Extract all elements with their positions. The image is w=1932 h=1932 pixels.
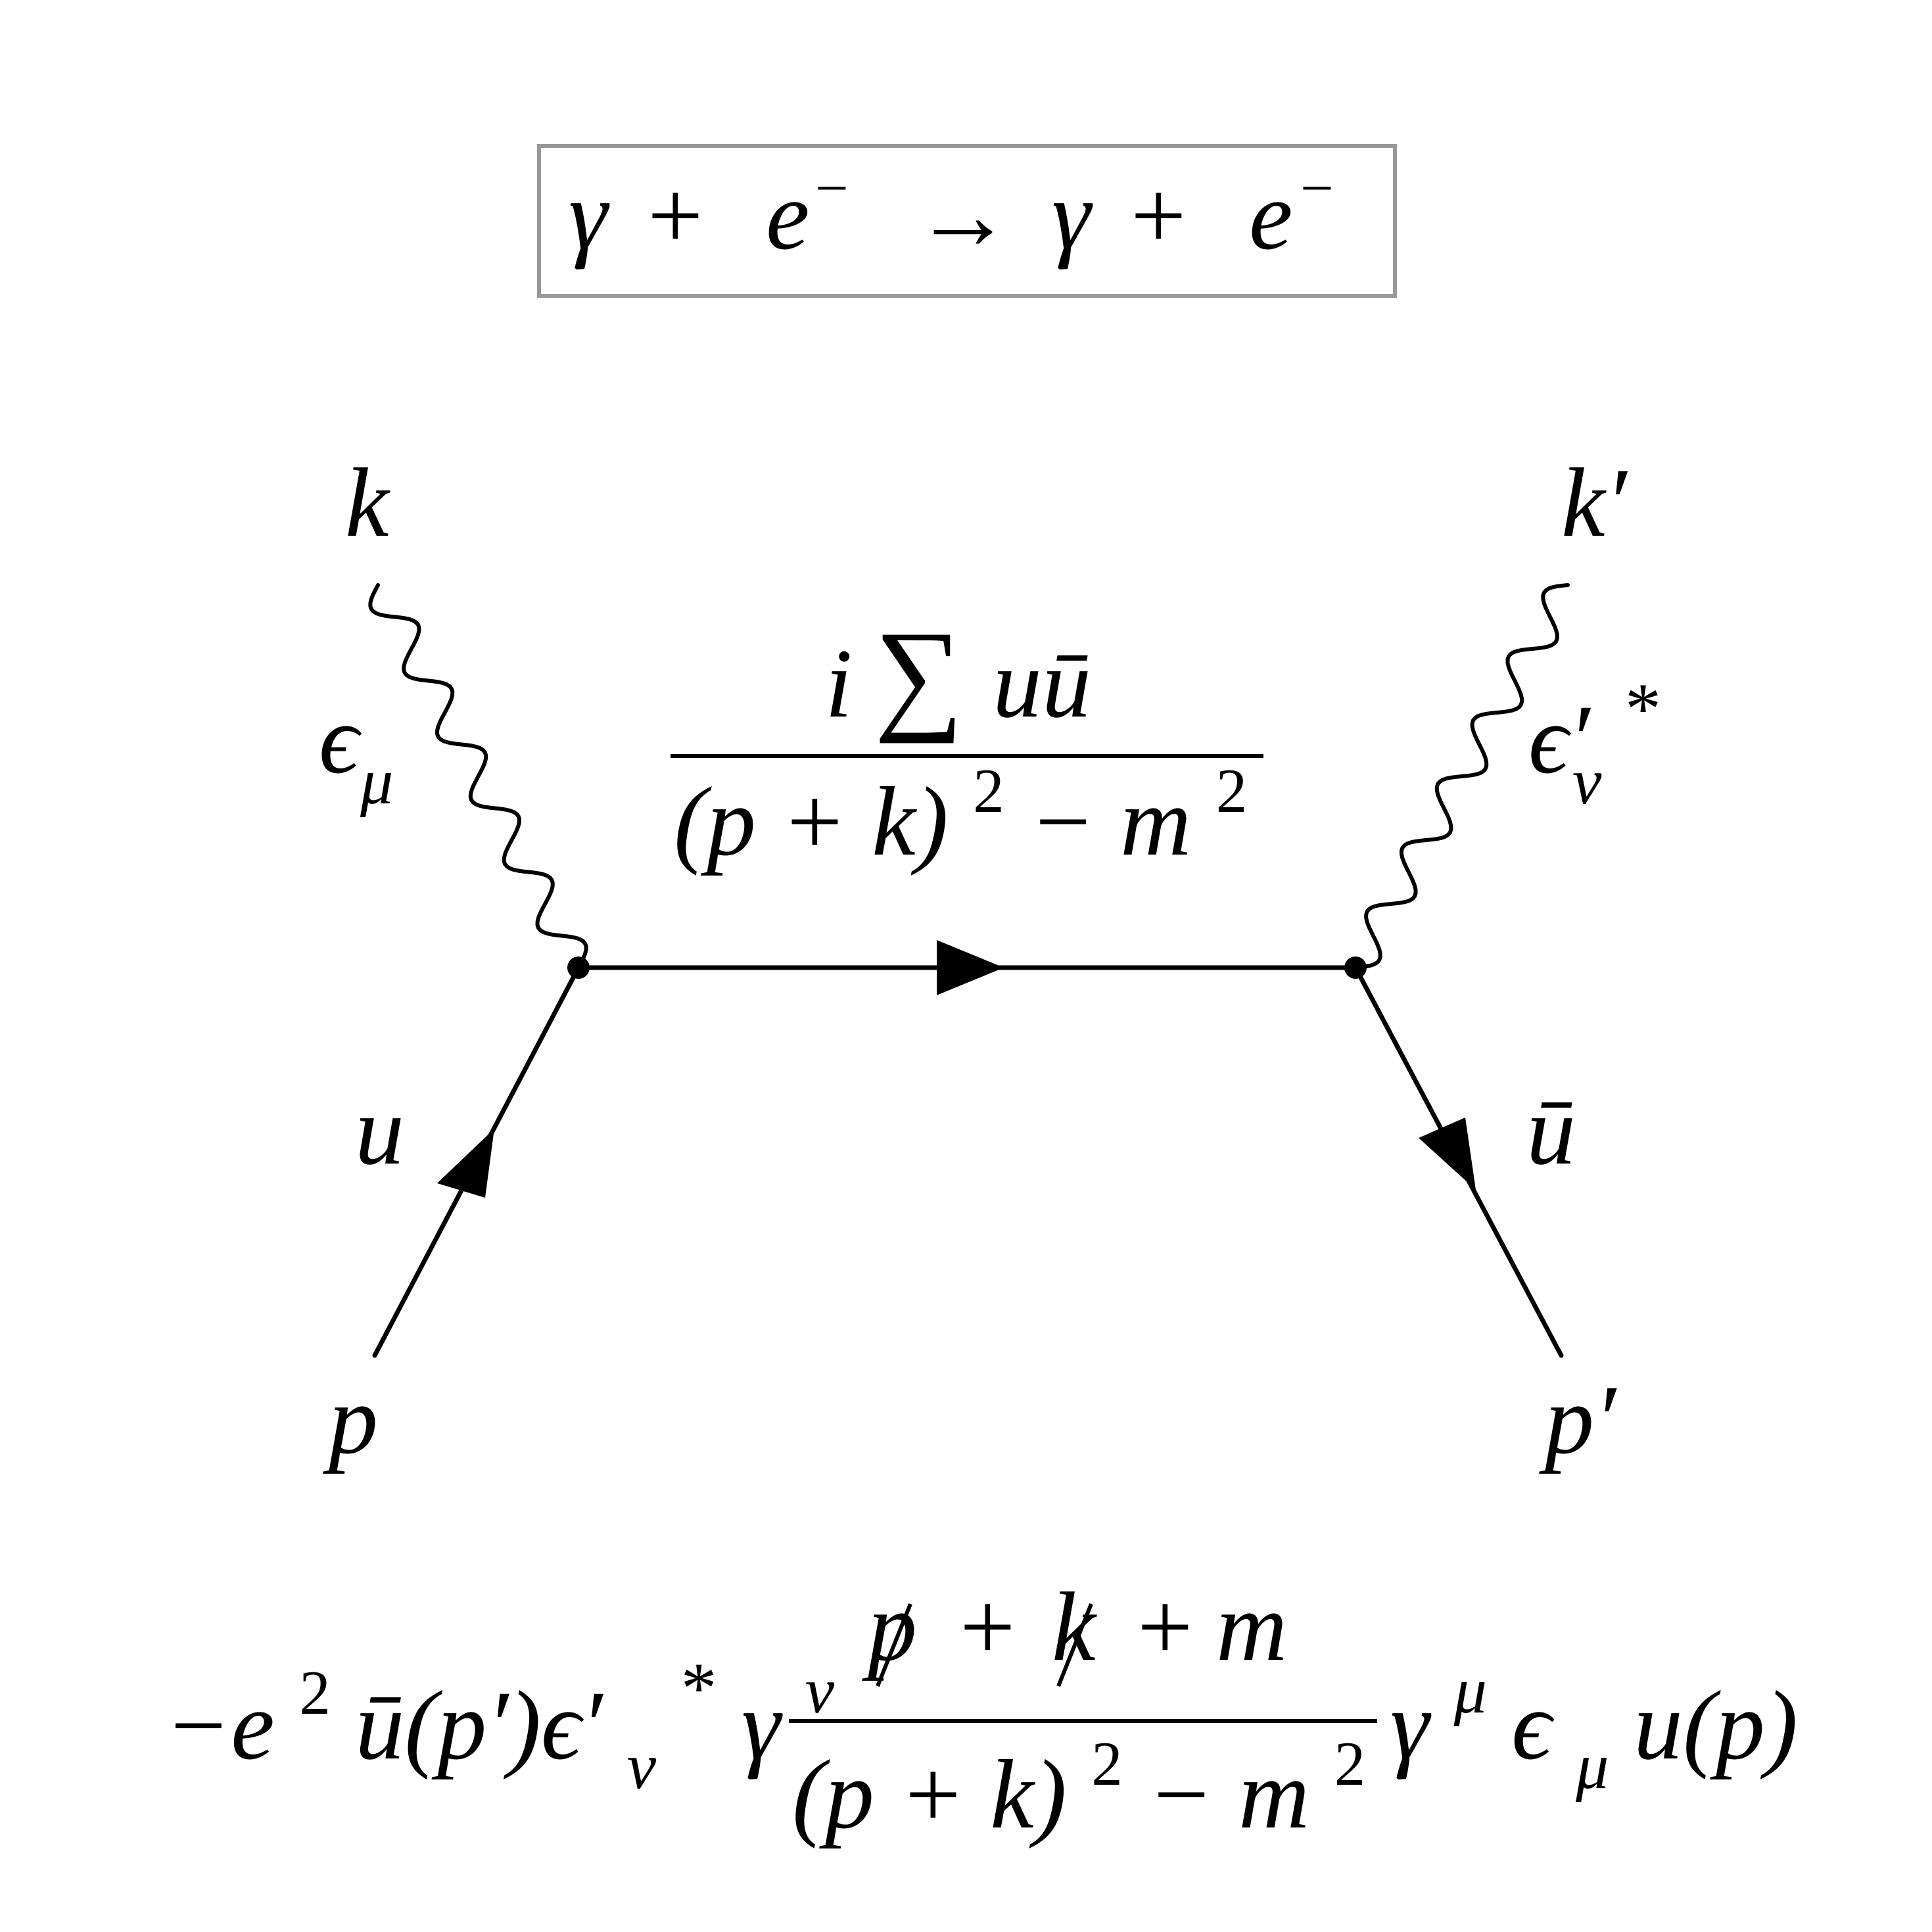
label-u-bar: ū: [1526, 1076, 1576, 1185]
label-epsilon-nu-prime-star: ϵ′ ν *: [1528, 669, 1661, 825]
propagator-denominator: (p + k) 2 − m 2: [674, 724, 1247, 876]
propagator-numerator: i ∑ uū: [825, 606, 1091, 744]
amplitude-expression: −e 2 ū(p′)ϵ′ ν * γ ν p + k + m (p + k) 2…: [164, 1572, 1798, 1849]
propagator-fraction: i ∑ uū (p + k) 2 − m 2: [671, 606, 1263, 876]
p-slash-mark: [876, 1603, 912, 1687]
outgoing-electron-arrow: [1419, 1118, 1476, 1190]
label-p: p: [323, 1365, 378, 1474]
amplitude-left-part: −e 2 ū(p′)ϵ′ ν * γ ν: [164, 1625, 835, 1810]
incoming-electron-arrow: [437, 1129, 494, 1198]
label-epsilon-mu: ϵ μ: [319, 685, 393, 818]
k-slash-mark: [1056, 1603, 1093, 1687]
process-equation: γ + e − → γ + e −: [569, 120, 1334, 270]
right-vertex: [1344, 956, 1367, 979]
label-u: u: [355, 1076, 404, 1185]
incoming-photon-line: [368, 583, 588, 970]
left-vertex: [567, 956, 590, 979]
label-k-prime: k′: [1561, 448, 1628, 557]
process-title-box: [537, 144, 1397, 298]
propagator-arrow: [937, 940, 1004, 995]
label-p-prime: p′: [1539, 1365, 1617, 1474]
amplitude-numerator: p + k + m: [862, 1572, 1287, 1682]
amplitude-right-part: γ μ ϵ μ u(p): [1390, 1625, 1798, 1810]
outgoing-photon-line: [1354, 583, 1570, 970]
amplitude-denominator: (p + k) 2 − m 2: [792, 1697, 1365, 1849]
label-k: k: [345, 448, 390, 557]
